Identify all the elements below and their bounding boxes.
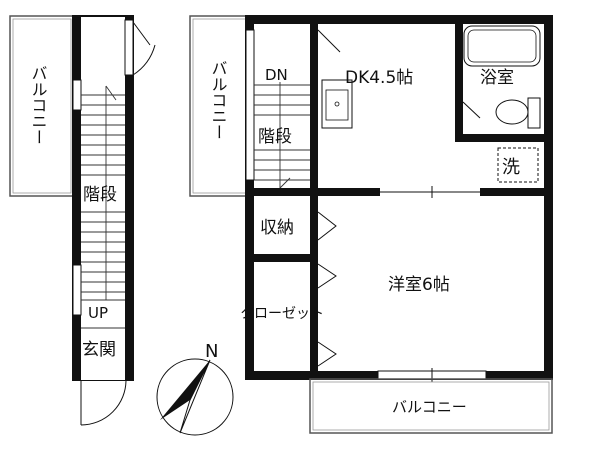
dk-label: DK4.5帖 <box>345 68 413 88</box>
stairs-mid-label: 階段 <box>258 127 292 147</box>
wash-label: 洗 <box>502 157 520 178</box>
up-label: UP <box>88 304 108 322</box>
left-stair-tower <box>72 15 156 426</box>
western-room-label: 洋室6帖 <box>388 275 450 295</box>
sink <box>321 79 353 129</box>
internal-walls <box>246 16 552 372</box>
balcony-left-label: バルコニー <box>29 65 48 145</box>
inner-stairs <box>254 82 310 189</box>
balcony-bottom-label: バルコニー <box>392 398 467 416</box>
toilet <box>495 99 529 125</box>
closet-label: クローゼット <box>240 306 324 322</box>
stairs-left-label: 階段 <box>83 185 117 205</box>
washer-box <box>497 147 539 183</box>
main-unit-walls <box>245 15 553 382</box>
storage-label: 収納 <box>260 218 294 238</box>
bottom-balcony <box>309 378 553 434</box>
north-label: N <box>205 341 218 362</box>
bathtub <box>463 25 541 67</box>
entrance-label: 玄関 <box>82 340 116 360</box>
north-compass <box>156 358 234 436</box>
balcony-mid-label: バルコニー <box>209 60 228 140</box>
dn-label: DN <box>265 66 288 84</box>
bath-label: 浴室 <box>480 68 514 88</box>
